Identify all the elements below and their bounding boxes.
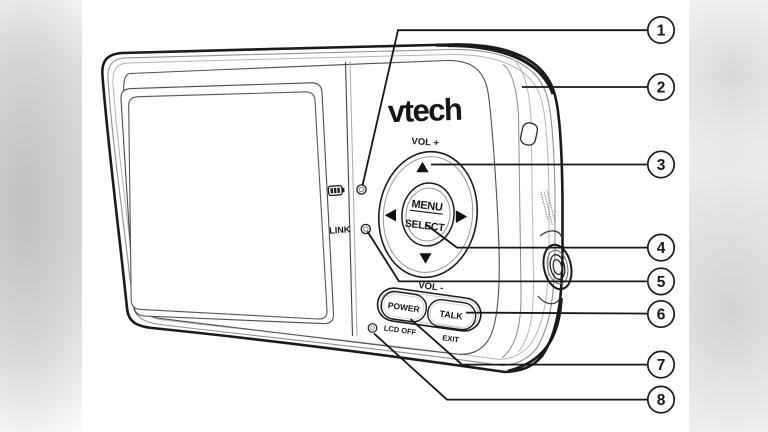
blur-band-left xyxy=(0,0,82,432)
callout-line-4 xyxy=(425,223,648,249)
callout-line-1 xyxy=(361,29,648,186)
callout-6: 6 xyxy=(646,299,676,329)
callout-4-number: 4 xyxy=(657,240,666,257)
callout-2: 2 xyxy=(646,72,676,102)
screen-display xyxy=(128,91,328,320)
screen xyxy=(120,82,335,325)
callout-1-number: 1 xyxy=(657,23,666,40)
rim-line-inner xyxy=(107,48,556,367)
callout-line-8 xyxy=(373,332,648,401)
side-groove-line xyxy=(501,63,522,359)
link-led-inner xyxy=(363,226,369,232)
device-body xyxy=(101,43,564,374)
vol-minus-label: VOL - xyxy=(418,280,444,294)
power-led-inner xyxy=(358,186,365,193)
callout-7-number: 7 xyxy=(657,357,666,374)
bottom-right-edge-accent xyxy=(507,297,563,373)
button-recess xyxy=(376,287,482,332)
side-groove-line-2 xyxy=(513,59,535,353)
lcd-off-led-inner xyxy=(369,325,376,331)
callout-7: 7 xyxy=(646,350,676,379)
talk-button-inner xyxy=(429,301,474,328)
power-label: POWER xyxy=(387,300,420,314)
callout-2-number: 2 xyxy=(657,80,666,97)
callout-3-number: 3 xyxy=(657,157,666,174)
power-button-inner xyxy=(383,293,425,320)
menu-select-divider xyxy=(409,209,443,215)
link-led xyxy=(360,223,372,235)
callout-4: 4 xyxy=(646,233,676,262)
callout-1: 1 xyxy=(646,15,676,45)
talk-label: TALK xyxy=(439,309,464,322)
select-label: SELECT xyxy=(404,218,446,235)
callout-5: 5 xyxy=(646,267,676,296)
dpad-ring xyxy=(377,150,479,279)
callout-5-number: 5 xyxy=(657,274,666,291)
front-panel-line xyxy=(123,59,500,355)
vol-plus-label: VOL + xyxy=(411,136,440,149)
link-label: LINK xyxy=(329,224,351,235)
vtech-logo: vtech xyxy=(387,92,462,130)
menu-label: MENU xyxy=(411,198,444,214)
battery-icon xyxy=(327,184,345,197)
bottom-buttons: POWER TALK LCD OFF EXIT xyxy=(376,287,482,344)
callout-line-5 xyxy=(366,231,648,283)
side-jack xyxy=(542,243,573,291)
panel-seam-line-2 xyxy=(349,61,358,337)
callout-8-number: 8 xyxy=(657,392,666,409)
top-rim-sliver xyxy=(447,45,541,69)
lcd-off-led xyxy=(367,323,378,333)
jack-housing-bottom xyxy=(537,295,561,305)
side-regulatory-label xyxy=(540,189,556,226)
power-led xyxy=(356,184,367,195)
callout-6-number: 6 xyxy=(657,307,666,324)
panel-seam-line xyxy=(344,61,354,337)
lcd-off-label: LCD OFF xyxy=(383,323,417,336)
exit-label: EXIT xyxy=(442,333,460,344)
status-indicators: LINK xyxy=(327,184,372,236)
callout-8: 8 xyxy=(646,385,676,414)
callout-line-6 xyxy=(465,311,649,315)
navigation-keypad: VOL + MENU SELECT VOL - xyxy=(377,136,479,294)
menu-select-button: MENU SELECT xyxy=(404,198,446,235)
power-button xyxy=(380,290,428,323)
callout-lines xyxy=(361,29,649,401)
callout-3: 3 xyxy=(646,150,676,179)
left-arrow-icon xyxy=(384,209,396,222)
callout-bubbles: 1 2 3 4 5 6 7 xyxy=(646,15,676,414)
jack-housing-top xyxy=(539,230,563,239)
top-right-edge-accent xyxy=(435,43,555,95)
down-arrow-icon xyxy=(419,253,432,264)
right-arrow-icon xyxy=(455,210,468,223)
up-arrow-icon xyxy=(416,161,429,173)
talk-button xyxy=(427,298,477,331)
blur-band-right xyxy=(689,0,768,432)
button-recess-inner xyxy=(379,290,479,329)
callout-line-7 xyxy=(409,318,648,366)
side-slot xyxy=(519,122,539,146)
